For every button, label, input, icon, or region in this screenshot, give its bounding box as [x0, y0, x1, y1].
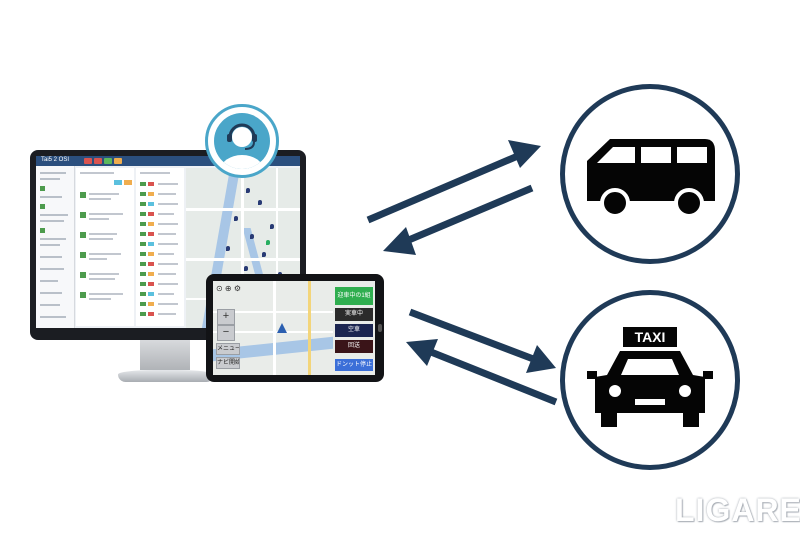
zoom-in-button[interactable]: +: [217, 309, 235, 325]
headset-operator-icon: [220, 123, 264, 169]
tablet-screen: ⊙ ⊕ ⚙ + − メニュー ナビ開始 迎車中の1組 実車中 空車 回送 ドンッ…: [213, 281, 375, 375]
navigation-arrow-icon: [277, 323, 287, 333]
app-topbar: Tai5 2 OSI: [36, 156, 300, 166]
arrow-from-van: [383, 184, 534, 255]
status-vacant-button[interactable]: 空車: [335, 324, 373, 337]
arrow-from-taxi: [406, 339, 558, 406]
taxi-icon: TAXI: [587, 327, 713, 427]
status-pickup-button[interactable]: 迎車中の1組: [335, 287, 373, 305]
status-occupied-button[interactable]: 実車中: [335, 308, 373, 321]
zoom-out-button[interactable]: −: [217, 325, 235, 341]
topbar-tab[interactable]: [94, 158, 102, 164]
topbar-tab[interactable]: [84, 158, 92, 164]
reservation-list: [76, 168, 134, 326]
arrow-to-taxi: [408, 308, 556, 373]
app-title: Tai5 2 OSI: [41, 157, 70, 163]
van-icon: [587, 139, 715, 218]
menu-button[interactable]: メニュー: [216, 343, 240, 355]
app-sidebar: [36, 166, 75, 328]
stop-button[interactable]: ドンット停止: [335, 359, 373, 371]
driver-tablet: ⊙ ⊕ ⚙ + − メニュー ナビ開始 迎車中の1組 実車中 空車 回送 ドンッ…: [206, 274, 384, 382]
topbar-tab[interactable]: [104, 158, 112, 164]
navi-start-button[interactable]: ナビ開始: [216, 357, 240, 369]
taxi-sign-text: TAXI: [635, 329, 666, 345]
ligare-logo: LIGARE: [675, 492, 800, 528]
van-circle: [560, 84, 740, 264]
monitor-base: [118, 370, 214, 382]
taxi-circle: TAXI: [560, 290, 740, 470]
tablet-home-button: [378, 324, 382, 332]
monitor-stand: [140, 340, 190, 370]
topbar-tab[interactable]: [114, 158, 122, 164]
compass-icon: ⊙ ⊕ ⚙: [216, 284, 242, 293]
arrow-to-van: [366, 140, 541, 224]
vehicle-list: [136, 168, 184, 326]
status-forward-button[interactable]: 回送: [335, 340, 373, 353]
operator-badge: [205, 104, 279, 178]
